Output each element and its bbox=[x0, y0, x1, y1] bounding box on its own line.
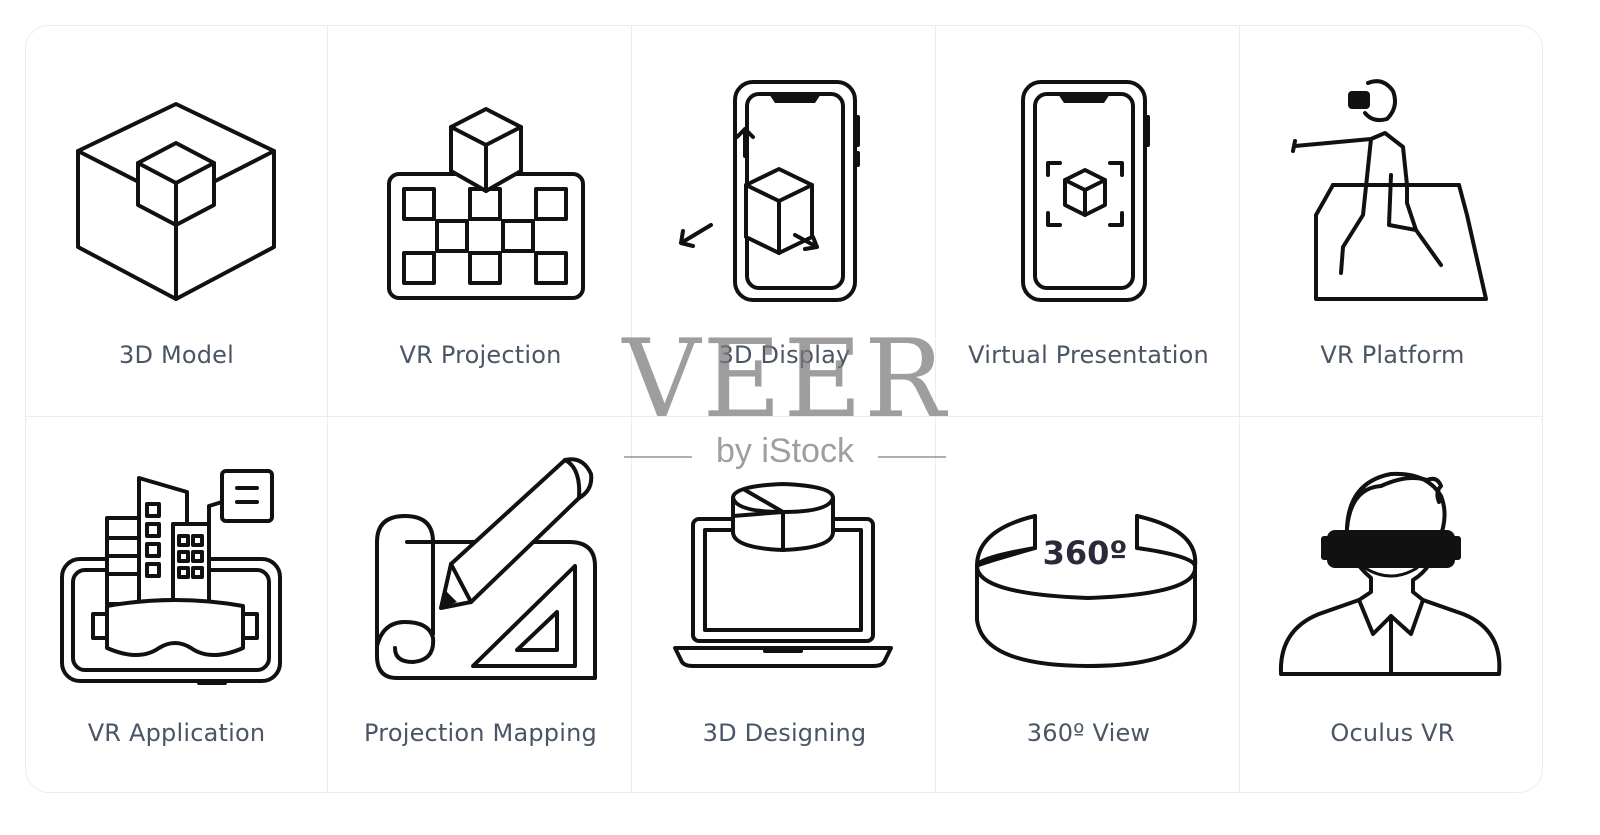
icon-label: 3D Designing bbox=[702, 719, 867, 747]
icon-cell-360-view: 360º 360º View bbox=[937, 416, 1240, 800]
grid-divider bbox=[935, 26, 936, 792]
360-badge-text: 360º bbox=[1043, 534, 1128, 572]
3d-model-icon bbox=[76, 102, 276, 301]
icon-label: VR Platform bbox=[1320, 341, 1465, 369]
3d-display-icon bbox=[679, 80, 860, 302]
watermark-rule-right bbox=[878, 456, 946, 458]
projection-mapping-icon bbox=[375, 457, 597, 680]
icon-label: Projection Mapping bbox=[364, 719, 597, 747]
icon-label: 3D Model bbox=[118, 341, 235, 369]
3d-designing-icon bbox=[673, 482, 893, 668]
grid-divider bbox=[631, 26, 632, 792]
icon-label: VR Projection bbox=[399, 341, 562, 369]
icon-label: Virtual Presentation bbox=[968, 341, 1209, 369]
icon-cell-vr-platform: VR Platform bbox=[1241, 25, 1544, 409]
icon-cell-vr-projection: VR Projection bbox=[329, 25, 632, 409]
watermark-rule-left bbox=[624, 456, 692, 458]
icon-cell-oculus-vr: Oculus VR bbox=[1241, 416, 1544, 800]
icon-cell-3d-display: 3D Display bbox=[633, 25, 936, 409]
icon-cell-virtual-presentation: Virtual Presentation bbox=[937, 25, 1240, 409]
grid-divider bbox=[327, 26, 328, 792]
360-view-icon: 360º bbox=[975, 514, 1198, 668]
icon-cell-3d-designing: 3D Designing bbox=[633, 416, 936, 800]
icon-cell-projection-mapping: Projection Mapping bbox=[329, 416, 632, 800]
icon-cell-3d-model: 3D Model bbox=[25, 25, 328, 409]
vr-application-icon bbox=[60, 469, 282, 685]
icon-label: 3D Display bbox=[718, 341, 851, 369]
icon-label: Oculus VR bbox=[1330, 719, 1455, 747]
virtual-presentation-icon bbox=[1021, 80, 1150, 302]
icon-label: 360º View bbox=[1026, 719, 1151, 747]
grid-divider bbox=[1239, 26, 1240, 792]
oculus-vr-icon bbox=[1278, 471, 1502, 676]
grid-divider bbox=[26, 416, 1542, 417]
icon-grid-frame bbox=[25, 25, 1543, 793]
vr-projection-icon bbox=[387, 107, 585, 300]
icon-label: VR Application bbox=[87, 719, 266, 747]
vr-platform-icon bbox=[1291, 79, 1488, 301]
watermark-brand: VEER bbox=[622, 317, 948, 442]
icon-cell-vr-application: VR Application bbox=[25, 416, 328, 800]
watermark-tagline: by iStock bbox=[716, 432, 854, 470]
